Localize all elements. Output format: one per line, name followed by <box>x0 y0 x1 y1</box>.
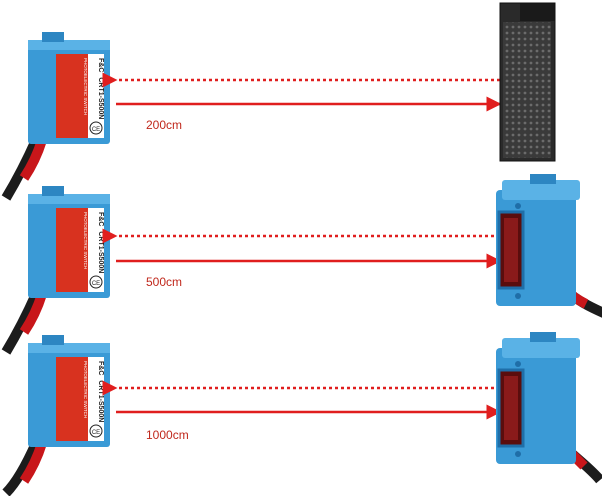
sensor-subtitle: PHOTOELECTRIC SWITCH <box>83 361 88 418</box>
ce-mark: CE <box>92 127 100 133</box>
sensor-cable <box>1 291 41 355</box>
distance-label-2: 500cm <box>146 275 183 289</box>
reflector-target <box>499 2 556 162</box>
sensor-brand: F&C <box>97 361 104 375</box>
svg-text:F&C CRT1-S500N: F&C CRT1-S500N <box>97 212 104 273</box>
ce-mark: CE <box>92 281 100 287</box>
ce-mark: CE <box>92 430 100 436</box>
svg-text:F&C CRT1-S500N: F&C CRT1-S500N <box>97 361 104 422</box>
sensor-model: CRT1-S500N <box>97 380 104 422</box>
emitter-sensor-1: F&C CRT1-S500N PHOTOELECTRIC SWITCH CE <box>1 32 110 201</box>
row-2: F&C CRT1-S500N PHOTOELECTRIC SWITCH CE <box>1 174 602 355</box>
distance-label-1: 200cm <box>146 118 183 132</box>
sensor-brand: F&C <box>97 58 104 72</box>
sensor-model: CRT1-S500N <box>97 77 104 119</box>
receiver-sensor-3 <box>496 332 602 484</box>
emitter-sensor-3: F&C CRT1-S500N PHOTOELECTRIC SWITCH CE <box>2 335 110 496</box>
sensor-cable <box>2 440 41 496</box>
sensor-subtitle: PHOTOELECTRIC SWITCH <box>83 58 88 115</box>
row-3: F&C CRT1-S500N PHOTOELECTRIC SWITCH CE <box>2 332 602 496</box>
emitter-sensor-2: F&C CRT1-S500N PHOTOELECTRIC SWITCH CE <box>1 186 110 355</box>
distance-label-3: 1000cm <box>146 428 189 442</box>
sensor-cable <box>1 137 41 201</box>
row-1: F&C CRT1-S500N PHOTOELECTRIC SWITCH CE <box>1 2 556 201</box>
sensor-brand: F&C <box>97 212 104 226</box>
receiver-sensor-2 <box>496 174 602 318</box>
svg-text:F&C CRT1-S500N: F&C CRT1-S500N <box>97 58 104 119</box>
sensor-subtitle: PHOTOELECTRIC SWITCH <box>83 212 88 269</box>
sensor-model: CRT1-S500N <box>97 231 104 273</box>
